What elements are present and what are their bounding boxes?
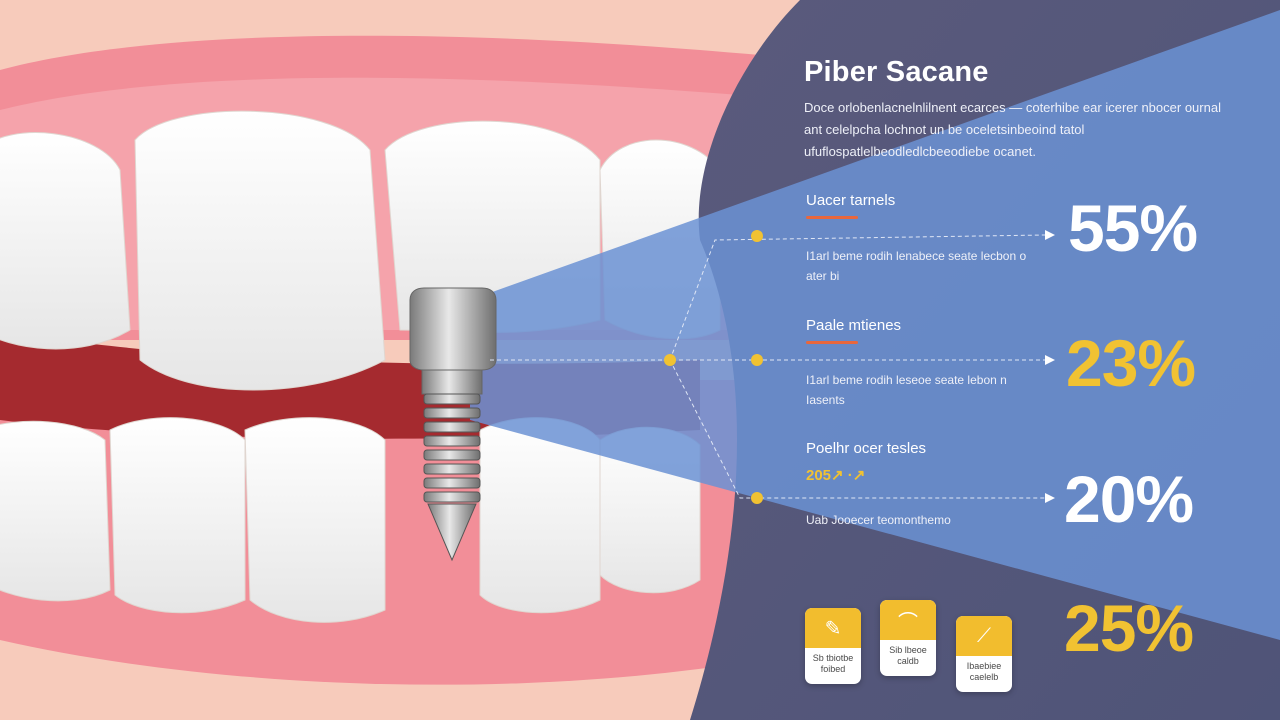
feature-card-3-label: Ibaebiee caelelb (966, 661, 1002, 682)
section-2-title: Paale mtienes (806, 317, 902, 334)
section-2-description: I1arl beme rodih leseoe seate lebon n Ia… (806, 373, 1007, 407)
connector-lines (490, 234, 1046, 499)
infographic-title: Piber Sacane (804, 56, 989, 88)
stat-value-3: 20% (1064, 462, 1194, 536)
info-beam (470, 10, 1280, 640)
intro-paragraph: Doce orlobenlacnelnlilnent ecarces — cot… (804, 100, 1221, 159)
section-1-title: Uacer tarnels (806, 192, 896, 209)
stat-value-2: 23% (1066, 326, 1196, 400)
feature-card-2: ⌒ Sib lbeoe caldb (880, 600, 936, 676)
jaw-icon: ✎ (805, 608, 861, 648)
section-1-underline (806, 216, 858, 219)
connector-arrows (1045, 230, 1055, 503)
implant-tool-icon: ⟋ (956, 616, 1012, 656)
connector-dots (664, 230, 763, 504)
feature-card-2-label: Sib lbeoe caldb (889, 645, 927, 666)
feature-card-1: ✎ Sb tbiotbe foibed (805, 608, 861, 684)
section-3-tag: 205↗ ·↗ (806, 467, 866, 484)
section-3-title: Poelhr ocer tesles (806, 440, 927, 457)
tooth-icon: ⌒ (880, 600, 936, 640)
feature-card-3: ⟋ Ibaebiee caelelb (956, 616, 1012, 692)
section-2-underline (806, 341, 858, 344)
section-3-description: Uab Jooecer teomonthemo (806, 513, 951, 527)
feature-card-1-label: Sb tbiotbe foibed (812, 653, 854, 674)
dental-implant-icon (409, 287, 497, 562)
section-1-description: I1arl beme rodih lenabece seate lecbon o… (806, 249, 1027, 283)
stat-value-4: 25% (1064, 591, 1194, 665)
lower-teeth (0, 417, 701, 623)
stat-value-1: 55% (1068, 191, 1198, 265)
